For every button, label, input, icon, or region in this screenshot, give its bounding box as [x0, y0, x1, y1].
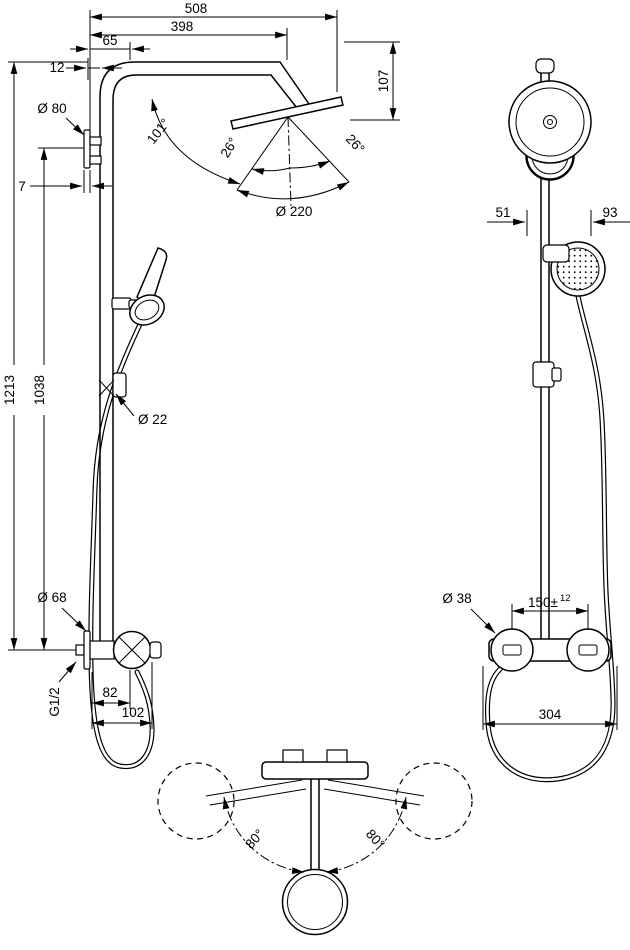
- top-view: 80° 80°: [157, 749, 473, 936]
- top-head-down-position: [281, 868, 349, 936]
- side-slider: [98, 372, 127, 398]
- top-head-left-phantom: [157, 762, 235, 840]
- top-swivel-arms: [205, 779, 425, 806]
- front-hose: [484, 293, 616, 783]
- dim-82-label: 82: [102, 685, 117, 700]
- dim-101deg-label: 101°: [144, 116, 173, 147]
- dim-dia68-label: Ø 68: [37, 590, 66, 605]
- dim-304-label: 304: [539, 707, 562, 722]
- dim-26deg-left-label: 26°: [217, 135, 241, 160]
- top-dimension-labels: 80° 80°: [242, 826, 388, 851]
- valve-handle-right: [566, 628, 610, 672]
- dim-80deg-left-label: 80°: [242, 826, 267, 851]
- dim-107-label: 107: [376, 70, 391, 93]
- dim-dia38-label: Ø 38: [442, 591, 471, 606]
- dim-93-label: 93: [602, 205, 617, 220]
- dim-150-tolerance-label: 12: [560, 593, 571, 604]
- side-valve: [75, 630, 162, 670]
- thread-g12-label: G1/2: [47, 687, 62, 716]
- dim-26deg-right-label: 26°: [343, 131, 368, 156]
- top-swivel-arcs: [222, 796, 408, 874]
- dim-dia22-label: Ø 22: [138, 412, 167, 427]
- side-wall-bracket: [83, 129, 102, 169]
- dim-1213-label: 1213: [2, 375, 17, 405]
- front-valve: [488, 628, 612, 672]
- dim-80deg-right-label: 80°: [363, 826, 388, 851]
- top-pipe: [310, 779, 320, 871]
- dim-65-label: 65: [102, 33, 117, 48]
- side-dimension-labels: 508 398 65 12 107 Ø 80 7 1213 1038 101° …: [2, 1, 391, 720]
- dim-12-label: 12: [49, 60, 64, 75]
- dim-508-label: 508: [185, 1, 208, 16]
- side-shower-head: [151, 96, 350, 207]
- dim-dia220-label: Ø 220: [276, 204, 313, 219]
- front-finial: [535, 58, 555, 74]
- side-pipe-and-arm: [99, 61, 310, 641]
- side-view: 508 398 65 12 107 Ø 80 7 1213 1038 101° …: [2, 1, 400, 770]
- dim-51-label: 51: [495, 205, 510, 220]
- dim-150-label: 150±: [528, 595, 558, 610]
- dim-7-label: 7: [18, 179, 26, 194]
- dim-dia80-label: Ø 80: [37, 101, 66, 116]
- front-dimension-labels: 51 93 Ø 38 150± 12 304: [442, 205, 617, 722]
- dim-1038-label: 1038: [32, 375, 47, 405]
- side-dimensions: [8, 10, 400, 729]
- front-hand-shower: [542, 241, 606, 297]
- front-dimensions: [470, 210, 630, 730]
- valve-handle-left: [490, 628, 534, 672]
- dim-102-label: 102: [122, 705, 145, 720]
- top-head-right-phantom: [395, 762, 473, 840]
- side-hand-shower: [111, 247, 168, 326]
- front-shower-holder: [542, 244, 570, 263]
- dim-398-label: 398: [171, 19, 194, 34]
- front-slider: [532, 361, 562, 388]
- front-view: 51 93 Ø 38 150± 12 304: [442, 58, 630, 783]
- front-shower-head: [508, 80, 592, 164]
- top-wall-bar: [261, 749, 369, 780]
